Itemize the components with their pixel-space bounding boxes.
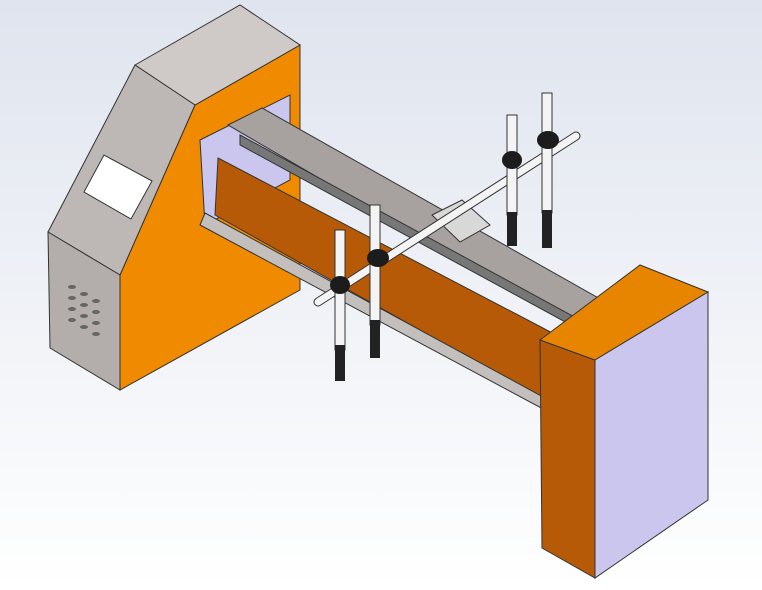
cross-rod bbox=[314, 132, 580, 306]
end-box-side bbox=[539, 339, 596, 579]
post bbox=[334, 229, 346, 381]
keypad bbox=[68, 285, 100, 336]
cabinet-front bbox=[47, 231, 121, 391]
post bbox=[369, 204, 381, 358]
end-box-front bbox=[594, 291, 709, 579]
display-screen bbox=[83, 154, 153, 220]
carriage bbox=[431, 199, 491, 243]
post bbox=[541, 92, 553, 248]
end-box bbox=[538, 264, 710, 579]
clamps bbox=[330, 131, 559, 294]
post bbox=[506, 114, 518, 246]
rod-assembly bbox=[313, 92, 581, 381]
